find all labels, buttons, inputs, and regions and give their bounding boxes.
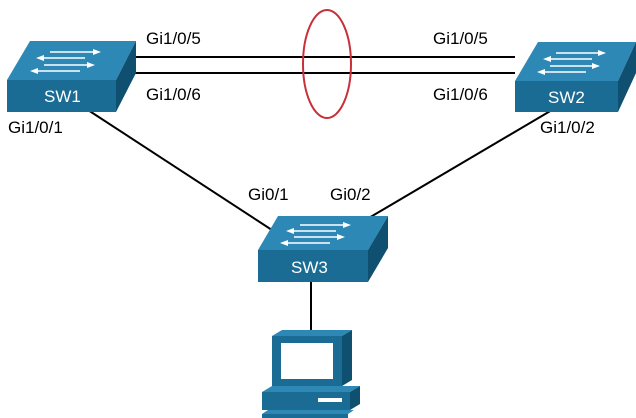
- switch-icon: [515, 42, 636, 112]
- link-sw2-sw3: [344, 109, 553, 233]
- sw2-gi105-label: Gi1/0/5: [433, 29, 488, 48]
- sw1-label: SW1: [44, 87, 81, 106]
- sw2-switch[interactable]: SW2: [515, 42, 636, 112]
- link-sw1-sw3: [87, 109, 276, 233]
- sw3-gi01-label: Gi0/1: [248, 185, 289, 204]
- sw2-gi102-label: Gi1/0/2: [540, 118, 595, 137]
- sw1-gi106-label: Gi1/0/6: [146, 85, 201, 104]
- port-channel-oval: [302, 9, 352, 119]
- pc-icon: [262, 330, 360, 418]
- sw1-gi105-label: Gi1/0/5: [146, 29, 201, 48]
- sw1-gi101-label: Gi1/0/1: [8, 118, 63, 137]
- pc-device[interactable]: [262, 330, 360, 418]
- switch-icon: [7, 41, 136, 112]
- switch-icon: [258, 216, 388, 282]
- sw3-label: SW3: [291, 258, 328, 277]
- sw1-switch[interactable]: SW1: [7, 41, 136, 112]
- sw3-switch[interactable]: SW3: [258, 216, 388, 282]
- sw2-gi106-label: Gi1/0/6: [433, 85, 488, 104]
- sw2-label: SW2: [548, 88, 585, 107]
- sw3-gi02-label: Gi0/2: [330, 185, 371, 204]
